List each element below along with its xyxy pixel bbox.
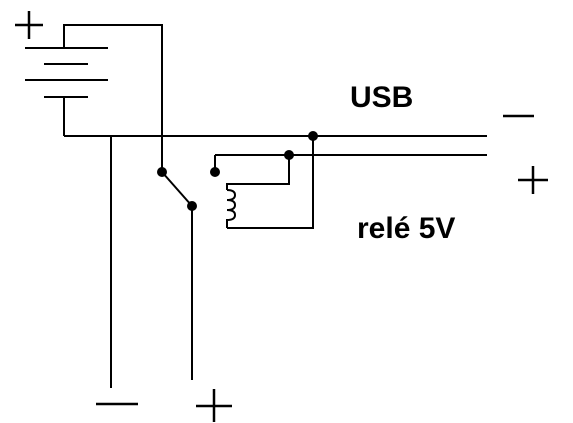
coil-bottom-lead — [227, 136, 314, 229]
relay-switch-arm — [161, 171, 193, 207]
junction-dot-switch-common — [157, 167, 167, 177]
usb-label: USB — [350, 81, 413, 114]
junction-dot-negative-rail — [308, 131, 318, 141]
battery-plus-sign — [15, 11, 43, 39]
usb-plus-sign — [518, 166, 548, 194]
relay-label: relé 5V — [357, 212, 455, 245]
junction-dot-relay-contact — [210, 167, 220, 177]
coil-top-lead — [226, 155, 290, 190]
junction-dot-switch-contact — [187, 201, 197, 211]
relay-coil — [226, 189, 237, 228]
battery-symbol — [25, 47, 108, 98]
output-plus-sign — [196, 389, 232, 422]
junction-dot-positive-rail — [284, 150, 294, 160]
battery-positive-lead — [63, 24, 163, 172]
